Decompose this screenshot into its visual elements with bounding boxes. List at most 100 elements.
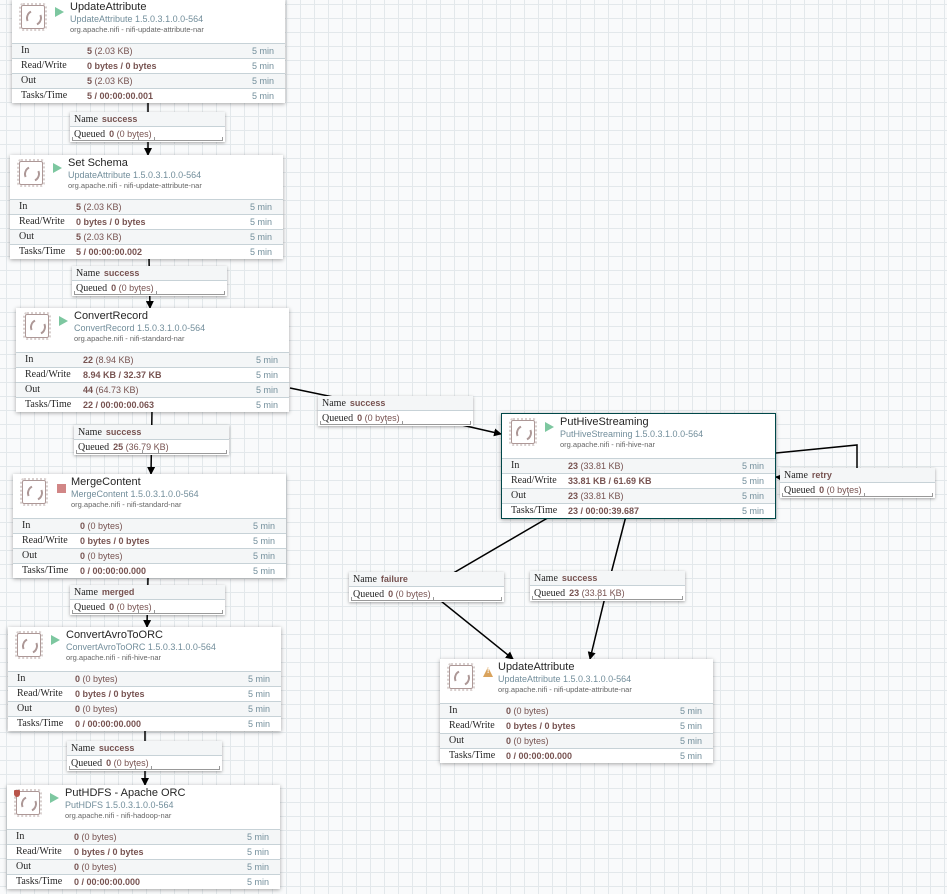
field-value: 5 min: [249, 217, 272, 227]
connection-row: [402, 421, 403, 424]
processor-name: ConvertAvroToORC: [66, 629, 163, 641]
field-value: 5 min: [246, 877, 269, 887]
warning-icon[interactable]: [483, 667, 493, 677]
field-label: Name: [74, 587, 98, 598]
field-value: 0: [75, 704, 81, 714]
connection-row: [154, 137, 155, 140]
field-value: 5 min: [249, 247, 272, 257]
processor-convert-avro-to-orc[interactable]: ConvertAvroToORC ConvertAvroToORC 1.5.0.…: [8, 627, 281, 731]
field-label: Read/Write: [16, 846, 62, 857]
field-value: (0 bytes): [113, 758, 149, 768]
processor-update-attribute-2[interactable]: UpdateAttribute UpdateAttribute 1.5.0.3.…: [440, 659, 713, 763]
processor-bundle: org.apache.nifi - nifi-standard-nar: [71, 500, 182, 509]
field-label: Out: [449, 735, 464, 746]
field-value: 5 min: [741, 461, 764, 471]
field-label: Out: [19, 231, 34, 242]
field-value: (8.94 KB): [95, 355, 134, 365]
field-label: Queued: [353, 589, 385, 600]
field-value: 5 min: [249, 202, 272, 212]
field-value: 0: [109, 602, 115, 612]
field-label: In: [19, 201, 28, 212]
field-label: Read/Write: [21, 60, 67, 71]
field-value: 5 min: [251, 76, 274, 86]
queue-backpressure-bar: [72, 137, 223, 141]
connection-row: [158, 450, 159, 453]
field-label: Queued: [71, 758, 103, 769]
field-value: 0 / 00:00:00.000: [80, 564, 146, 578]
running-icon: [59, 316, 68, 326]
field-value: (0 bytes): [513, 706, 549, 716]
processor-icon: [23, 312, 51, 340]
field-value: (0 bytes): [364, 413, 400, 423]
field-value: (0 bytes): [82, 704, 118, 714]
field-value: 5 min: [252, 521, 275, 531]
field-value: (0 bytes): [395, 589, 431, 599]
field-value: 5 min: [246, 832, 269, 842]
connection-row: [140, 291, 141, 294]
processor-merge-content[interactable]: MergeContent MergeContent 1.5.0.3.1.0.0-…: [13, 474, 286, 578]
field-value: 0: [75, 674, 81, 684]
processor-convert-record[interactable]: ConvertRecord ConvertRecord 1.5.0.3.1.0.…: [16, 308, 289, 412]
field-label: Name: [76, 268, 100, 279]
field-value: 0: [357, 413, 363, 423]
processor-puthdfs-apache-orc[interactable]: PutHDFS - Apache ORC PutHDFS 1.5.0.3.1.0…: [7, 785, 280, 889]
processor-header: MergeContent MergeContent 1.5.0.3.1.0.0-…: [13, 474, 286, 518]
field-label: Name: [78, 427, 102, 438]
field-value: 5: [76, 232, 82, 242]
field-value: 0 / 00:00:00.000: [506, 751, 573, 761]
field-value: 5 (2.03 KB): [87, 74, 133, 88]
field-label: Tasks/Time: [25, 399, 72, 410]
field-label: Name: [322, 398, 346, 409]
field-value: 0: [819, 485, 825, 495]
processor-update-attribute[interactable]: UpdateAttribute UpdateAttribute 1.5.0.3.…: [12, 0, 285, 103]
field-value: 0: [80, 551, 86, 561]
field-value: 0 / 00:00:00.000: [80, 566, 147, 576]
field-value: merged: [101, 587, 135, 597]
field-value: (64.73 KB): [95, 385, 139, 395]
field-value: (0 bytes): [87, 551, 123, 561]
processor-put-hive-streaming[interactable]: PutHiveStreaming PutHiveStreaming 1.5.0.…: [501, 413, 776, 519]
field-value: 0: [106, 758, 112, 768]
field-label: Read/Write: [22, 535, 68, 546]
field-value: retry: [811, 470, 832, 480]
field-value: 0 bytes / 0 bytes: [74, 845, 144, 859]
processor-bundle: org.apache.nifi - nifi-update-attribute-…: [498, 685, 632, 694]
processor-set-schema[interactable]: Set Schema UpdateAttribute 1.5.0.3.1.0.0…: [10, 155, 283, 259]
field-value: (33.81 KB): [580, 491, 624, 501]
field-value: 0 bytes / 0 bytes: [506, 721, 576, 731]
processor-bundle: org.apache.nifi - nifi-update-attribute-…: [68, 181, 202, 190]
connection-row: [142, 450, 143, 453]
field-value: 5 min: [247, 719, 270, 729]
field-value: 5 min: [246, 862, 269, 872]
field-value: 23 (33.81 KB): [568, 459, 624, 473]
field-value: 5 (2.03 KB): [87, 44, 133, 58]
processor-bundle: org.apache.nifi - nifi-hadoop-nar: [65, 811, 172, 820]
field-value: 5 min: [741, 491, 764, 501]
field-value: 0 bytes / 0 bytes: [76, 215, 146, 229]
processor-type: MergeContent 1.5.0.3.1.0.0-564: [71, 489, 199, 499]
field-value: 5 min: [255, 355, 278, 365]
